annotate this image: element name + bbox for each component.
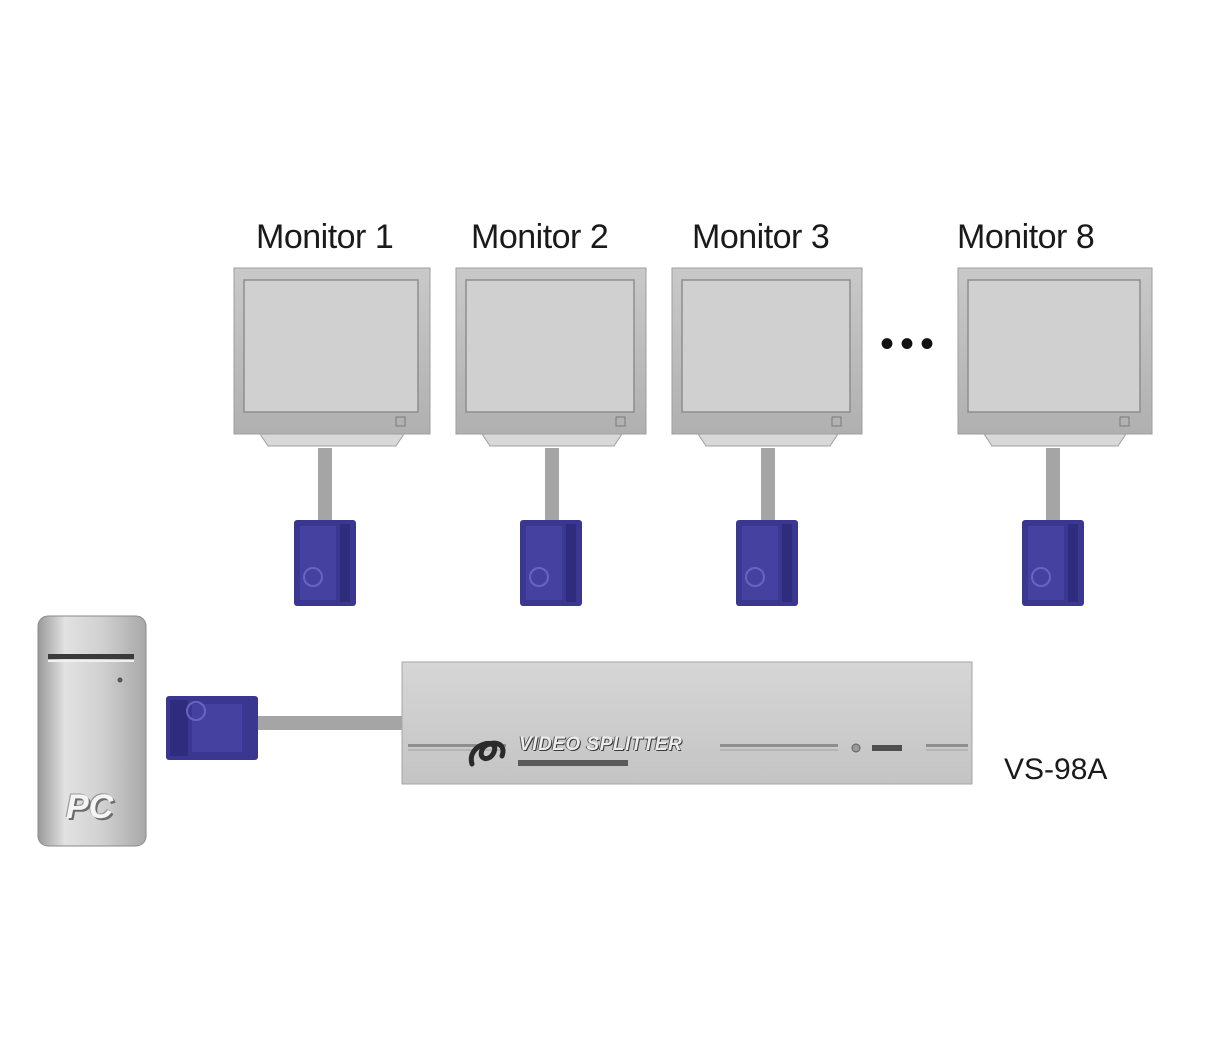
- model-label: VS-98A: [1004, 753, 1108, 786]
- monitor-1-label: Monitor 1: [256, 218, 394, 256]
- pc-tower: [37, 615, 147, 847]
- pc-label: PC: [66, 788, 114, 826]
- monitor-1: [233, 267, 431, 606]
- video-splitter-device: [401, 661, 973, 785]
- monitor-8-label: Monitor 8: [957, 218, 1095, 256]
- monitor-2-label: Monitor 2: [471, 218, 609, 256]
- monitor-8: [957, 267, 1153, 606]
- monitor-3-label: Monitor 3: [692, 218, 830, 256]
- ellipsis: •••: [880, 322, 941, 366]
- pc-connector: [166, 696, 404, 760]
- monitor-2: [455, 267, 647, 606]
- monitor-3: [671, 267, 863, 606]
- splitter-brand-text: VIDEO SPLITTER: [519, 734, 683, 755]
